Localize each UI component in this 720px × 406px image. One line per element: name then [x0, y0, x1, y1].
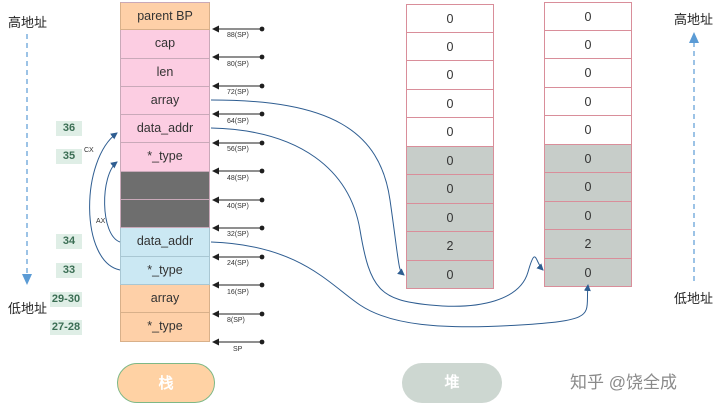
stack-cell-data-addr: data_addr [120, 115, 210, 144]
heap-a-cell: 0 [406, 4, 494, 33]
heap-b-cell: 2 [544, 230, 632, 259]
stack-cell-iface-type: *_type [120, 256, 210, 285]
heap-b-cell: 0 [544, 173, 632, 202]
watermark: 知乎 @饶全成 [570, 373, 677, 392]
right-up-arrow-icon [689, 32, 699, 282]
offset-dots [259, 26, 265, 345]
heap-b-cell: 0 [544, 59, 632, 88]
offset-8sp: 8(SP) [227, 317, 245, 324]
heap-label-pill: 堆 [402, 363, 502, 403]
heap-a-cell: 0 [406, 89, 494, 118]
right-high-address-label: 高地址 [674, 12, 714, 27]
offset-64sp: 64(SP) [227, 118, 249, 125]
ax-register-label: AX [96, 218, 106, 225]
heap-a-cell: 0 [406, 61, 494, 90]
cx-register-label: CX [84, 147, 94, 154]
line-tag-33: 33 [56, 263, 82, 278]
offset-32sp: 32(SP) [227, 231, 249, 238]
offset-80sp: 80(SP) [227, 61, 249, 68]
offset-16sp: 16(SP) [227, 289, 249, 296]
offset-88sp: 88(SP) [227, 32, 249, 39]
heap-b-cell: 0 [544, 2, 632, 31]
heap-block-b: 0 0 0 0 0 0 0 0 2 0 [544, 2, 632, 287]
stack-frame: parent BP cap len array data_addr *_type… [120, 2, 210, 342]
heap-a-cell: 0 [406, 175, 494, 204]
stack-cell-len: len [120, 58, 210, 87]
stack-label-pill: 栈 [117, 363, 215, 403]
line-tag-36: 36 [56, 121, 82, 136]
heap-a-cell: 0 [406, 203, 494, 232]
heap-a-cell: 0 [406, 146, 494, 175]
left-high-address-label: 高地址 [8, 15, 48, 30]
offset-24sp: 24(SP) [227, 260, 249, 267]
line-tag-35: 35 [56, 149, 82, 164]
stack-cell-padding-2 [120, 200, 210, 229]
line-tag-34: 34 [56, 234, 82, 249]
line-tag-29-30: 29-30 [50, 292, 82, 307]
heap-b-cell: 0 [544, 87, 632, 116]
heap-a-cell: 0 [406, 32, 494, 61]
heap-b-cell: 0 [544, 116, 632, 145]
left-low-address-label: 低地址 [8, 301, 48, 316]
stack-cell-arg-array: array [120, 284, 210, 314]
stack-cell-array: array [120, 86, 210, 116]
stack-cell-padding-1 [120, 171, 210, 201]
heap-a-cell: 0 [406, 118, 494, 147]
heap-block-a: 0 0 0 0 0 0 0 0 2 0 [406, 4, 494, 289]
offset-48sp: 48(SP) [227, 175, 249, 182]
heap-b-cell: 0 [544, 201, 632, 230]
stack-cell-arg-type: *_type [120, 313, 210, 342]
stack-cell-parent-bp: parent BP [120, 2, 210, 31]
heap-a-cell: 0 [406, 260, 494, 289]
heap-pointer-curves [210, 99, 591, 328]
heap-b-cell: 0 [544, 144, 632, 173]
heap-b-cell: 0 [544, 30, 632, 59]
left-down-arrow-icon [22, 34, 32, 285]
stack-cell-iface-data-addr: data_addr [120, 228, 210, 257]
line-tag-27-28: 27-28 [50, 320, 82, 335]
right-low-address-label: 低地址 [674, 291, 714, 306]
register-curves [89, 132, 121, 271]
offset-sp: SP [233, 346, 243, 353]
stack-cell-type: *_type [120, 143, 210, 172]
offset-pointer-arrows [212, 25, 262, 346]
stack-cell-cap: cap [120, 30, 210, 59]
offset-40sp: 40(SP) [227, 203, 249, 210]
offset-72sp: 72(SP) [227, 89, 249, 96]
heap-a-cell: 2 [406, 232, 494, 261]
heap-b-cell: 0 [544, 258, 632, 287]
offset-56sp: 56(SP) [227, 146, 249, 153]
